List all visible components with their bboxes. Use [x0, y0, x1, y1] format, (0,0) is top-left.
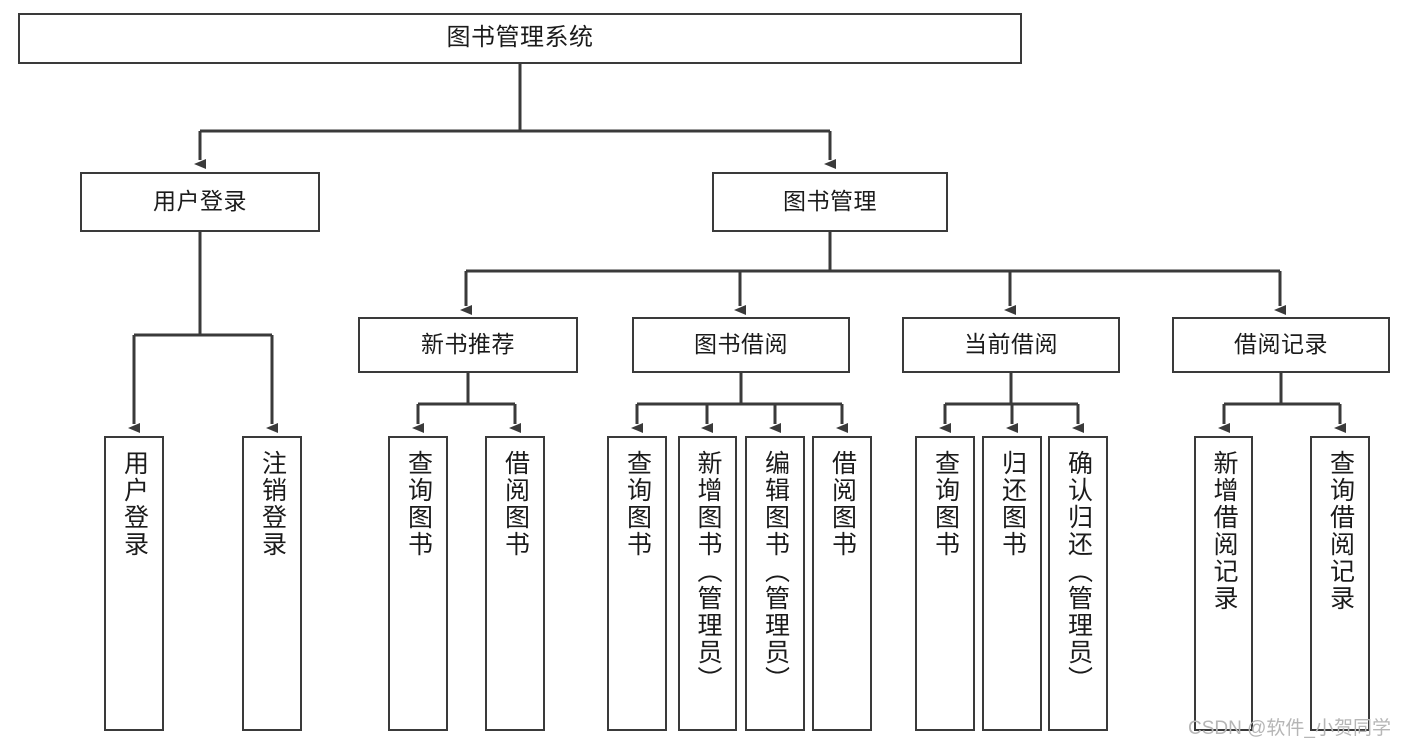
node-leaf-query-record[interactable]: 查询借阅记录 — [1310, 436, 1370, 731]
node-leaf-borrow-book-rec-label: 借阅图书 — [501, 450, 530, 558]
node-leaf-add-record-label: 新增借阅记录 — [1210, 450, 1238, 612]
node-leaf-confirm-return-label: 确认归还（管理员） — [1064, 450, 1093, 693]
node-leaf-query-book-rec-label: 查询图书 — [404, 450, 433, 558]
node-leaf-edit-book[interactable]: 编辑图书（管理员） — [745, 436, 805, 731]
node-current-borrow[interactable]: 当前借阅 — [902, 317, 1120, 373]
node-leaf-borrow-book-label: 借阅图书 — [828, 450, 857, 558]
node-leaf-borrow-book[interactable]: 借阅图书 — [812, 436, 872, 731]
node-book-manage-label: 图书管理 — [783, 188, 877, 215]
node-leaf-add-book[interactable]: 新增图书（管理员） — [678, 436, 737, 731]
node-leaf-return-book[interactable]: 归还图书 — [982, 436, 1042, 731]
node-user-login[interactable]: 用户登录 — [80, 172, 320, 232]
node-book-borrow[interactable]: 图书借阅 — [632, 317, 850, 373]
node-leaf-edit-book-label: 编辑图书（管理员） — [761, 450, 790, 693]
node-leaf-logout-label: 注销登录 — [258, 450, 287, 558]
node-new-book-recommend[interactable]: 新书推荐 — [358, 317, 578, 373]
node-root[interactable]: 图书管理系统 — [18, 13, 1022, 64]
node-book-borrow-label: 图书借阅 — [694, 331, 788, 358]
node-leaf-query-book-borrow-label: 查询图书 — [623, 450, 652, 558]
node-new-book-recommend-label: 新书推荐 — [421, 331, 515, 358]
node-leaf-query-record-label: 查询借阅记录 — [1326, 450, 1355, 612]
node-leaf-user-login[interactable]: 用户登录 — [104, 436, 164, 731]
node-leaf-user-login-label: 用户登录 — [120, 450, 149, 558]
node-leaf-query-book-borrow[interactable]: 查询图书 — [607, 436, 667, 731]
node-leaf-return-book-label: 归还图书 — [998, 450, 1027, 558]
node-book-manage[interactable]: 图书管理 — [712, 172, 948, 232]
node-leaf-borrow-book-rec[interactable]: 借阅图书 — [485, 436, 545, 731]
node-leaf-logout[interactable]: 注销登录 — [242, 436, 302, 731]
node-borrow-record[interactable]: 借阅记录 — [1172, 317, 1390, 373]
node-leaf-query-book-cur[interactable]: 查询图书 — [915, 436, 975, 731]
node-current-borrow-label: 当前借阅 — [964, 331, 1058, 358]
node-leaf-confirm-return[interactable]: 确认归还（管理员） — [1048, 436, 1108, 731]
watermark: CSDN @软件_小贺同学 — [1188, 718, 1391, 739]
node-leaf-add-record[interactable]: 新增借阅记录 — [1194, 436, 1253, 731]
node-leaf-add-book-label: 新增图书（管理员） — [694, 450, 722, 693]
node-user-login-label: 用户登录 — [153, 188, 247, 215]
node-root-label: 图书管理系统 — [446, 24, 594, 52]
node-leaf-query-book-rec[interactable]: 查询图书 — [388, 436, 448, 731]
node-leaf-query-book-cur-label: 查询图书 — [931, 450, 960, 558]
node-borrow-record-label: 借阅记录 — [1234, 331, 1328, 358]
